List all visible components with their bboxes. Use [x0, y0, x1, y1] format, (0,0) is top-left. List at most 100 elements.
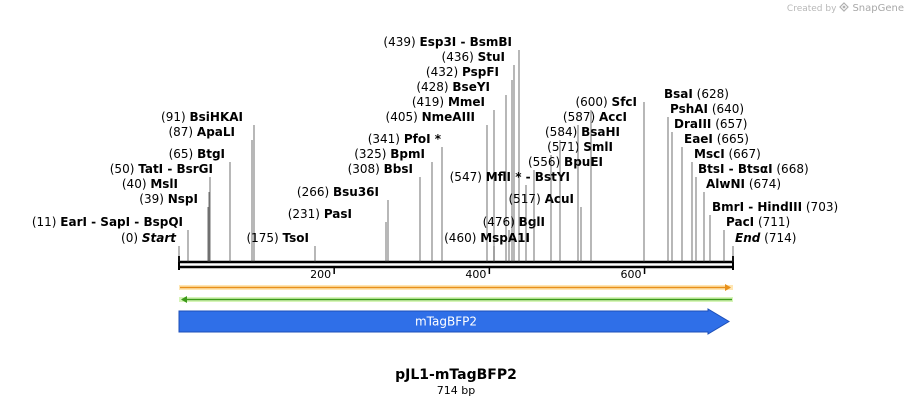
- site-position: (11): [32, 215, 60, 229]
- site-name: Bsu36I: [333, 185, 379, 199]
- site-position: (476): [483, 215, 519, 229]
- site-position: (40): [122, 177, 150, 191]
- site-position: (517): [508, 192, 544, 206]
- site-name: AcuI: [545, 192, 574, 206]
- site-name: SfcI: [612, 95, 637, 109]
- site-label: PacI (711): [726, 215, 790, 229]
- site-label: (308) BbsI: [348, 162, 413, 176]
- site-label: End (714): [735, 231, 796, 245]
- site-name: DraIII: [674, 117, 711, 131]
- plasmid-length: 714 bp: [436, 384, 476, 397]
- site-position: (703): [802, 200, 838, 214]
- credit-prefix: Created by: [786, 3, 837, 14]
- site-name: BpuEI: [564, 155, 603, 169]
- site-name: MspA1I: [480, 231, 530, 245]
- site-label: PshAI (640): [670, 102, 744, 116]
- site-name: BtgI: [197, 147, 225, 161]
- site-position: (547): [450, 170, 486, 184]
- site-name: BsiHKAI: [190, 110, 244, 124]
- site-name: ApaLI: [197, 125, 235, 139]
- site-name: BglI: [519, 215, 545, 229]
- credit-brand: SnapGene: [852, 3, 904, 14]
- site-position: (711): [754, 215, 790, 229]
- site-label: BmrI - HindIII (703): [712, 200, 838, 214]
- site-label: (87) ApaLI: [168, 125, 235, 139]
- site-label: (476) BglI: [483, 215, 545, 229]
- site-name: Esp3I - BsmBI: [420, 35, 512, 49]
- site-label: (50) TatI - BsrGI: [110, 162, 213, 176]
- site-label: (428) BseYI: [416, 80, 490, 94]
- site-name: EarI - SapI - BspQI: [60, 215, 183, 229]
- site-name: MslI: [150, 177, 178, 191]
- ruler-tick-label: 600: [621, 268, 642, 281]
- site-label: EaeI (665): [684, 132, 749, 146]
- site-label: AlwNI (674): [706, 177, 781, 191]
- site-name: PshAI: [670, 102, 708, 116]
- site-label: (460) MspA1I: [444, 231, 530, 245]
- site-label: (600) SfcI: [575, 95, 637, 109]
- site-name: BsaHI: [581, 125, 620, 139]
- site-name: AccI: [599, 110, 627, 124]
- site-position: (325): [354, 147, 390, 161]
- site-label: (405) NmeAIII: [386, 110, 475, 124]
- snapgene-logo-icon: [839, 2, 850, 15]
- site-position: (419): [412, 95, 448, 109]
- site-position: (87): [168, 125, 196, 139]
- feature-arrow-mtagbfp2: [178, 308, 730, 335]
- site-label: (0) Start: [121, 231, 177, 245]
- site-position: (0): [121, 231, 142, 245]
- site-position: (628): [693, 87, 729, 101]
- site-name: TsoI: [283, 231, 309, 245]
- site-name: PfoI *: [404, 132, 442, 146]
- site-name: EaeI: [684, 132, 713, 146]
- site-name: MmeI: [448, 95, 485, 109]
- site-label: (556) BpuEI: [528, 155, 603, 169]
- site-position: (460): [444, 231, 480, 245]
- site-position: (667): [725, 147, 761, 161]
- site-label: (266) Bsu36I: [297, 185, 379, 199]
- site-position: (405): [386, 110, 422, 124]
- site-label: (91) BsiHKAI: [161, 110, 243, 124]
- site-label: MscI (667): [694, 147, 761, 161]
- site-position: (65): [169, 147, 197, 161]
- site-name: BpmI: [390, 147, 425, 161]
- site-label: (439) Esp3I - BsmBI: [383, 35, 512, 49]
- site-label: (39) NspI: [139, 192, 198, 206]
- site-label: (40) MslI: [122, 177, 178, 191]
- site-label: (65) BtgI: [169, 147, 225, 161]
- site-label: BtsI - BtsαI (668): [698, 162, 809, 176]
- site-position: (39): [139, 192, 167, 206]
- site-name: BtsI - BtsαI: [698, 162, 773, 176]
- site-position: (665): [713, 132, 749, 146]
- site-label: (584) BsaHI: [545, 125, 620, 139]
- site-position: (231): [288, 207, 324, 221]
- site-position: (714): [760, 231, 796, 245]
- site-position: (436): [442, 50, 478, 64]
- site-position: (439): [383, 35, 419, 49]
- site-position: (308): [348, 162, 384, 176]
- site-position: (584): [545, 125, 581, 139]
- site-name: BbsI: [384, 162, 413, 176]
- site-label: (517) AcuI: [508, 192, 574, 206]
- site-position: (341): [368, 132, 404, 146]
- snapgene-credit: Created by SnapGene: [787, 2, 904, 15]
- site-position: (571): [547, 140, 583, 154]
- site-name: AlwNI: [706, 177, 745, 191]
- site-name: Start: [142, 231, 177, 245]
- site-name: MflI * - BstYI: [486, 170, 570, 184]
- site-label: DraIII (657): [674, 117, 747, 131]
- site-position: (266): [297, 185, 333, 199]
- site-name: TatI - BsrGI: [138, 162, 213, 176]
- site-name: MscI: [694, 147, 725, 161]
- site-position: (556): [528, 155, 564, 169]
- plasmid-name: pJL1-mTagBFP2: [395, 367, 517, 383]
- site-name: PspFI: [462, 65, 499, 79]
- site-label: (341) PfoI *: [368, 132, 442, 146]
- site-label: (325) BpmI: [354, 147, 425, 161]
- site-name: NmeAIII: [422, 110, 475, 124]
- site-name: BseYI: [452, 80, 490, 94]
- site-position: (428): [416, 80, 452, 94]
- site-name: SmlI: [583, 140, 613, 154]
- site-position: (657): [711, 117, 747, 131]
